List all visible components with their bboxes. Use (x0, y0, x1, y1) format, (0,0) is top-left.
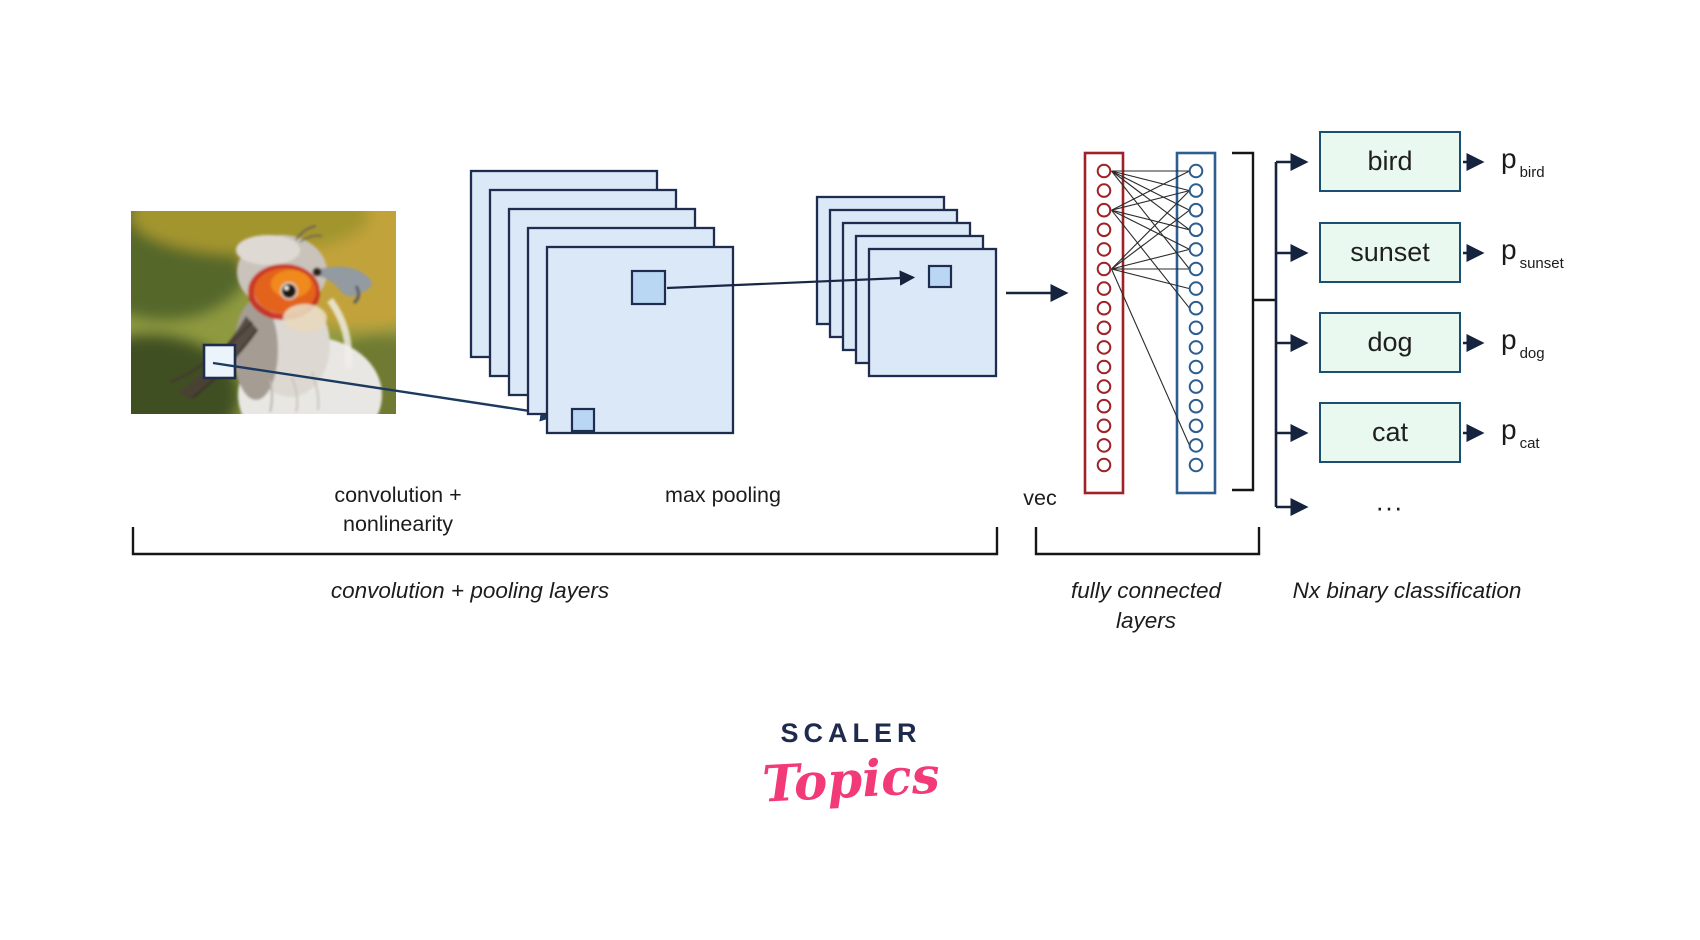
fc-connection-line (1111, 268, 1190, 290)
fc2-neuron (1188, 398, 1204, 414)
fc1-neuron (1096, 281, 1112, 296)
fc2-neuron (1188, 340, 1204, 355)
fc2-neuron (1188, 242, 1204, 257)
conv-pooling-layers-label: convolution + pooling layers (330, 578, 610, 603)
fc-connection-line (1111, 190, 1190, 270)
fc2-neuron (1188, 202, 1204, 218)
fc2-neuron (1188, 320, 1204, 336)
class-box-dog: dog (1319, 312, 1461, 373)
fc1-neuron (1096, 418, 1112, 434)
fc1-neuron (1096, 202, 1112, 218)
p-symbol: p (1501, 324, 1517, 355)
p-subscript: bird (1519, 164, 1545, 181)
p-subscript: dog (1519, 345, 1545, 362)
fc1-neuron (1096, 438, 1112, 453)
fc2-neuron (1188, 222, 1204, 238)
fc2-neuron (1188, 163, 1204, 179)
p-symbol: p (1501, 143, 1517, 174)
fully-connected-bracket (1034, 527, 1261, 556)
class-box-bird: bird (1319, 131, 1461, 192)
input-bird-image (131, 211, 396, 414)
p-subscript: sunset (1519, 255, 1564, 272)
class-box-bird-label: bird (1367, 146, 1413, 176)
fc-output-bracket (1232, 151, 1255, 492)
scaler-topics-logo: SCALER Topics (761, 718, 941, 814)
logo-scaler-text: SCALER (780, 718, 922, 748)
class-box-sunset-label: sunset (1350, 237, 1430, 267)
fc-connection-line (1111, 190, 1190, 211)
max-pooling-label: max pooling (665, 483, 781, 507)
fc1-neuron (1096, 242, 1112, 257)
more-classes-ellipsis: ... (1376, 486, 1404, 517)
fc1-neuron (1096, 340, 1112, 355)
conv-activation-patch (630, 269, 667, 306)
conv-map-layer (545, 245, 735, 435)
fc1-neuron (1096, 183, 1112, 198)
fc2-neuron (1188, 281, 1204, 296)
class-box-sunset: sunset (1319, 222, 1461, 283)
conv-to-pool-arrow (666, 270, 916, 290)
class-box-cat-label: cat (1371, 417, 1409, 447)
fc-connection-line (1110, 268, 1191, 446)
patch-to-conv-arrow (212, 361, 559, 422)
fc-connection-line (1111, 209, 1190, 231)
fc2-neuron (1188, 418, 1204, 434)
fc1-neuron (1096, 163, 1112, 179)
class-box-dog-label: dog (1367, 327, 1413, 357)
fc2-neuron (1188, 300, 1204, 316)
fc-label-line2: layers (1115, 608, 1177, 633)
fully-connected-layers-label: fully connected layers (1071, 576, 1221, 636)
fc1-neuron (1096, 300, 1112, 316)
class-box-cat: cat (1319, 402, 1461, 463)
fc1-neuron (1096, 222, 1112, 238)
fc2-neuron (1188, 359, 1204, 375)
fc2-neuron (1188, 261, 1204, 277)
fc1-neuron (1096, 457, 1112, 473)
fc-layer1-neurons (1096, 163, 1112, 473)
fc1-neuron (1096, 261, 1112, 277)
fc-connection-line (1111, 170, 1190, 192)
conv-label-line1: convolution + (334, 483, 462, 507)
fc2-neuron (1188, 183, 1204, 198)
conv-receptive-patch (570, 407, 596, 433)
p-symbol: p (1501, 234, 1517, 265)
fc1-neuron (1096, 359, 1112, 375)
fc-layer2-neurons (1188, 163, 1204, 473)
fc2-neuron (1188, 457, 1204, 473)
fc2-neuron (1188, 379, 1204, 394)
fc1-neuron (1096, 379, 1112, 394)
vec-label: vec (1023, 486, 1057, 510)
fc2-neuron (1188, 438, 1204, 453)
fc-connection-line (1111, 170, 1190, 211)
logo-topics-text: Topics (760, 745, 942, 814)
fc1-neuron (1096, 320, 1112, 336)
fc-label-line1: fully connected (1070, 578, 1222, 603)
fc-connection-line (1111, 248, 1190, 270)
conv-nonlinearity-label: convolution + nonlinearity (334, 481, 461, 539)
fc1-neuron (1096, 398, 1112, 414)
nx-binary-classification-label: Nx binary classification (1292, 578, 1522, 603)
conv-label-line2: nonlinearity (343, 512, 453, 536)
fc-connection-line (1111, 209, 1190, 270)
conv-pooling-bracket (131, 527, 999, 556)
fc-connections (1110, 170, 1191, 446)
pool-feature-map-stack (815, 195, 998, 378)
conv-feature-map-stack (469, 169, 735, 435)
p-subscript: cat (1519, 435, 1540, 452)
p-symbol: p (1501, 414, 1517, 445)
input-patch-square (202, 343, 237, 380)
class-branch-arrows (1276, 152, 1485, 517)
pool-activation-patch (927, 264, 953, 289)
